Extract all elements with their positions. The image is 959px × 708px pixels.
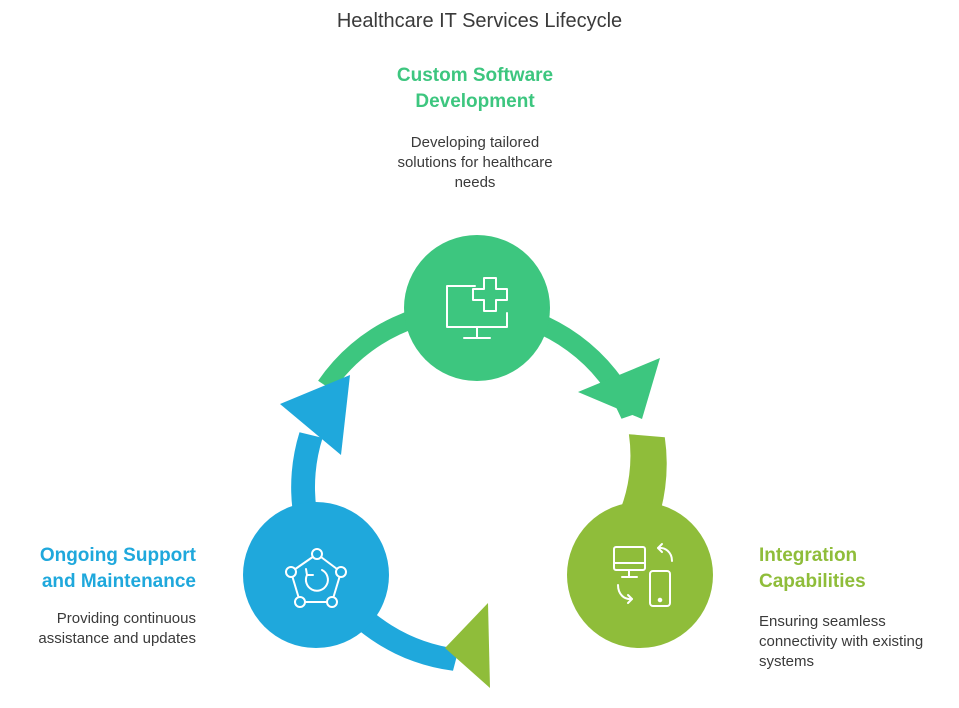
node-circle-custom-software	[404, 235, 550, 381]
stage-title-support: Ongoing Support and Maintenance	[5, 543, 196, 595]
stage-desc-line: solutions for healthcare	[397, 154, 553, 171]
stage-desc-line: Developing tailored	[410, 134, 540, 151]
ring-segment-green	[318, 299, 641, 419]
stage-desc-line: needs	[454, 174, 496, 191]
arrowhead-olive	[445, 603, 490, 688]
stage-title-line: Integration	[759, 545, 858, 566]
stage-desc-line: systems	[759, 653, 815, 670]
stage-desc-integration: Ensuring seamless connectivity with exis…	[759, 612, 954, 672]
monitor-medical-cross-icon	[446, 277, 508, 339]
stage-title-line: and Maintenance	[41, 571, 196, 592]
stage-title-line: Development	[415, 91, 535, 112]
stage-desc-support: Providing continuous assistance and upda…	[5, 609, 196, 649]
arrowhead-blue	[280, 375, 350, 455]
monitor-phone-sync-icon	[613, 543, 673, 607]
stage-title-custom-software: Custom Software Development	[340, 63, 610, 115]
network-refresh-icon	[285, 548, 347, 608]
stage-desc-line: connectivity with existing	[759, 633, 924, 650]
stage-desc-line: assistance and updates	[38, 630, 196, 647]
diagram-title: Healthcare IT Services Lifecycle	[336, 10, 623, 32]
stage-desc-line: Ensuring seamless	[759, 613, 886, 630]
node-circle-integration	[567, 502, 713, 648]
stage-desc-line: Providing continuous	[56, 610, 196, 627]
stage-title-integration: Integration Capabilities	[759, 543, 949, 595]
stage-title-line: Capabilities	[759, 571, 866, 592]
stage-desc-custom-software: Developing tailored solutions for health…	[340, 133, 610, 193]
stage-title-line: Custom Software	[396, 65, 554, 86]
node-circle-support	[243, 502, 389, 648]
arrowhead-green	[578, 358, 660, 419]
stage-title-line: Ongoing Support	[39, 545, 196, 566]
